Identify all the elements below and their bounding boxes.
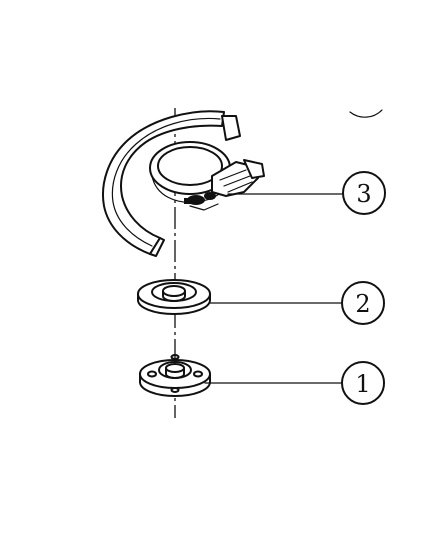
- callout-2-number: 2: [355, 290, 370, 318]
- callout-1-number: 1: [355, 370, 370, 398]
- spanner-hole-right: [193, 370, 203, 378]
- clamp-collar-inner: [157, 146, 223, 186]
- spanner-hole-front: [170, 387, 180, 393]
- spanner-hole-back: [170, 354, 180, 360]
- guard-top-lip: [221, 115, 241, 141]
- guard-inner-rim: [111, 117, 221, 247]
- clamp-lever: [184, 159, 265, 211]
- callout-3: 3: [342, 171, 386, 215]
- wheel-guard: [102, 110, 265, 257]
- callout-2: 2: [341, 281, 385, 325]
- callout-1: 1: [341, 361, 385, 405]
- spanner-hole-left: [147, 370, 157, 378]
- guard-lower-lip: [149, 237, 165, 257]
- cropped-callout-arc: [349, 109, 383, 118]
- inner-flange: [137, 279, 211, 315]
- callout-3-number: 3: [356, 180, 371, 208]
- outer-flange-nut: [139, 354, 211, 397]
